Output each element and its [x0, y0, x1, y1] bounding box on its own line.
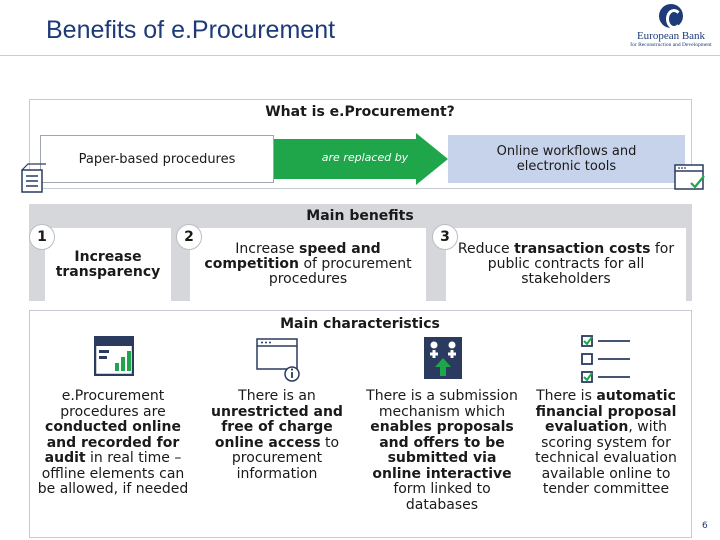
- benefit-text-part: speed and competition: [204, 241, 381, 272]
- characteristic-text-part: e.Procurement procedures are: [60, 388, 166, 420]
- characteristic-text-part: There is a submission mechanism which: [366, 388, 518, 420]
- benefit-text-part: Reduce: [457, 241, 515, 257]
- characteristic-text-part: There is: [536, 388, 597, 404]
- characteristic-text-part: , with scoring system for technical eval…: [535, 419, 677, 497]
- logo-line-2: for Reconstruction and Development: [630, 42, 712, 48]
- benefit-card-speed: Increase speed and competition of procur…: [190, 228, 426, 301]
- title-divider: [0, 55, 720, 56]
- benefits-heading: Main benefits: [306, 208, 414, 224]
- characteristic-text-part: There is an: [238, 388, 316, 404]
- characteristic-text-part: form linked to databases: [393, 481, 491, 513]
- benefit-number-badge: 3: [432, 224, 458, 250]
- checklist-icon: [581, 335, 630, 383]
- upload-submission-icon: [424, 337, 462, 379]
- benefit-text-part: transaction costs: [514, 241, 651, 257]
- characteristic-text-part: enables proposals and offers to be submi…: [370, 419, 514, 482]
- replaced-by-label: are replaced by: [321, 152, 409, 164]
- benefit-card-costs: Reduce transaction costs for public cont…: [446, 228, 686, 301]
- paper-procedures-label: Paper-based procedures: [78, 151, 236, 167]
- characteristic-text-online-audit: e.Procurement procedures are conducted o…: [32, 388, 194, 498]
- online-workflows-box: Online workflows and electronic tools: [448, 135, 685, 183]
- window-check-icon: [674, 164, 705, 190]
- characteristic-text-submission: There is a submission mechanism which en…: [362, 388, 522, 513]
- browser-info-icon: [256, 338, 300, 382]
- paper-procedures-box: Paper-based procedures: [40, 135, 274, 183]
- characteristic-text-free-access: There is an unrestricted and free of cha…: [200, 388, 354, 482]
- benefit-text: Increase transparency: [45, 248, 171, 280]
- characteristic-text-part: unrestricted and free of charge online a…: [211, 403, 343, 451]
- benefit-card-transparency: Increase transparency: [45, 228, 171, 301]
- what-is-heading: What is e.Procurement?: [265, 104, 455, 120]
- replaced-by-arrow: [274, 133, 448, 185]
- benefit-number-badge: 1: [29, 224, 55, 250]
- benefit-text-part: of procurement procedures: [268, 256, 412, 287]
- benefit-number-badge: 2: [176, 224, 202, 250]
- benefit-text-part: for public contracts for all stakeholder…: [487, 241, 675, 287]
- benefit-text: Increase speed and competition of procur…: [190, 242, 426, 287]
- characteristics-panel: [29, 310, 692, 538]
- characteristic-text-part: automatic financial proposal evaluation: [535, 388, 677, 435]
- benefit-text-part: Increase transparency: [55, 248, 161, 280]
- page-number: 6: [702, 521, 708, 531]
- dashboard-chart-icon: [94, 336, 134, 376]
- characteristics-heading: Main characteristics: [280, 316, 440, 332]
- what-is-panel: [29, 99, 692, 189]
- characteristic-text-evaluation: There is automatic financial proposal ev…: [524, 388, 688, 498]
- benefit-text-part: Increase: [235, 241, 299, 257]
- document-icon: [21, 163, 46, 193]
- characteristic-text-part: conducted online and recorded for audit: [44, 419, 181, 466]
- online-workflows-label: Online workflows and electronic tools: [496, 144, 637, 174]
- characteristic-text-part: in real time – offline elements can be a…: [37, 450, 189, 497]
- characteristic-text-part: to procurement information: [231, 434, 340, 482]
- slide-title: Benefits of e.Procurement: [46, 16, 336, 44]
- logo-line-1: European Bank: [636, 30, 706, 42]
- benefit-text: Reduce transaction costs for public cont…: [446, 242, 686, 287]
- ebrd-logo: European Bank for Reconstruction and Dev…: [626, 4, 716, 54]
- ebrd-logo-mark-icon: [659, 4, 683, 29]
